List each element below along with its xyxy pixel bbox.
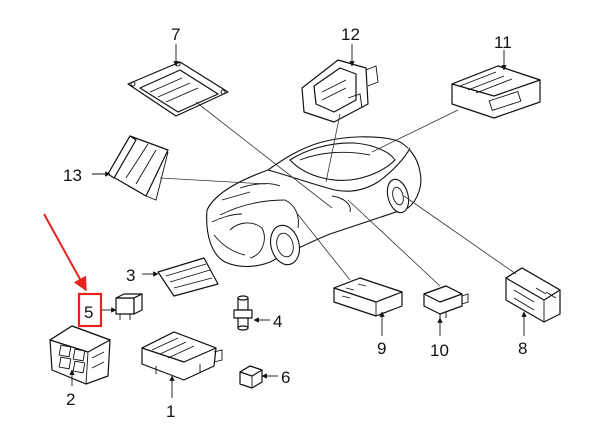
part-7-module: [127, 44, 229, 117]
callout-12: 12: [341, 25, 360, 44]
callout-7: 7: [171, 25, 180, 44]
callout-4: 4: [273, 312, 282, 331]
callout-5: 5: [84, 303, 93, 322]
part-12-bracket-module: [301, 44, 379, 123]
callout-2: 2: [66, 390, 75, 409]
part-5-relay: [100, 293, 143, 320]
callout-10: 10: [430, 341, 449, 360]
part-3-module: [142, 257, 219, 297]
callout-13: 13: [63, 166, 82, 185]
connection-lines: [159, 101, 517, 287]
highlight-callout-5: [43, 213, 103, 328]
callout-11: 11: [494, 33, 512, 52]
part-11-module: [451, 50, 541, 119]
part-8-module: [505, 267, 561, 336]
part-10-module: [423, 285, 469, 336]
callout-labels: 1 2 3 4 5 6 7 8 9 10 11 12 13: [63, 25, 527, 421]
part-13-module: [92, 135, 169, 201]
callout-6: 6: [281, 368, 290, 387]
callout-1: 1: [166, 402, 175, 421]
callout-3: 3: [126, 266, 135, 285]
highlight-arrow: [43, 213, 87, 292]
highlight-box: [77, 292, 103, 328]
part-1-module: [141, 331, 223, 398]
part-2-fuse-box: [49, 325, 111, 386]
part-6-connector: [239, 365, 278, 389]
car-outline: [206, 136, 422, 268]
callout-9: 9: [377, 339, 386, 358]
part-4-sensor: [233, 295, 270, 331]
part-9-module: [333, 277, 403, 336]
callout-8: 8: [518, 339, 527, 358]
